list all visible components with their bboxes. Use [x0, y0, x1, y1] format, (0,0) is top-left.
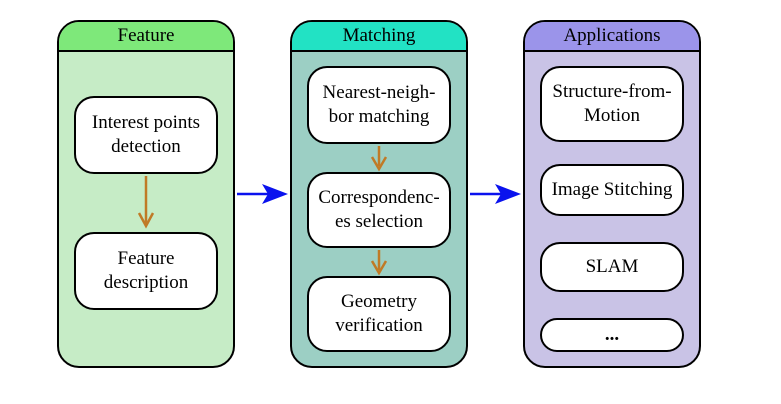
interest-points-detection-label: Interest points detection [91, 112, 201, 157]
feature-description-label: Feature description [103, 248, 189, 293]
nearest-neighbor-matching-label: Nearest-neigh- bor matching [322, 82, 436, 127]
slam-label: SLAM [585, 256, 639, 277]
image-stitching-label: Image Stitching [551, 179, 673, 200]
applications-panel-title: Applications [525, 22, 699, 52]
geometry-verification-label: Geometry verification [335, 291, 423, 336]
structure-from-motion-node: Structure-from- Motion [540, 66, 684, 142]
nearest-neighbor-matching-node: Nearest-neigh- bor matching [307, 66, 451, 144]
more-applications-node: ... [540, 318, 684, 352]
feature-to-matching-arrow [237, 184, 288, 204]
matching-to-applications-arrow [470, 184, 521, 204]
correspondences-selection-node: Correspondenc- es selection [307, 172, 451, 248]
feature-description-node: Feature description [74, 232, 218, 310]
feature-panel: Feature [57, 20, 235, 368]
slam-node: SLAM [540, 242, 684, 292]
correspondences-selection-label: Correspondenc- es selection [318, 187, 440, 232]
matching-inner-arrow-1 [370, 146, 388, 172]
image-stitching-node: Image Stitching [540, 164, 684, 216]
interest-points-detection-node: Interest points detection [74, 96, 218, 174]
more-applications-label: ... [604, 324, 620, 345]
structure-from-motion-label: Structure-from- Motion [552, 81, 672, 126]
matching-inner-arrow-2 [370, 250, 388, 276]
matching-panel-title: Matching [292, 22, 466, 52]
geometry-verification-node: Geometry verification [307, 276, 451, 352]
feature-panel-title: Feature [59, 22, 233, 52]
feature-inner-arrow [137, 176, 155, 229]
